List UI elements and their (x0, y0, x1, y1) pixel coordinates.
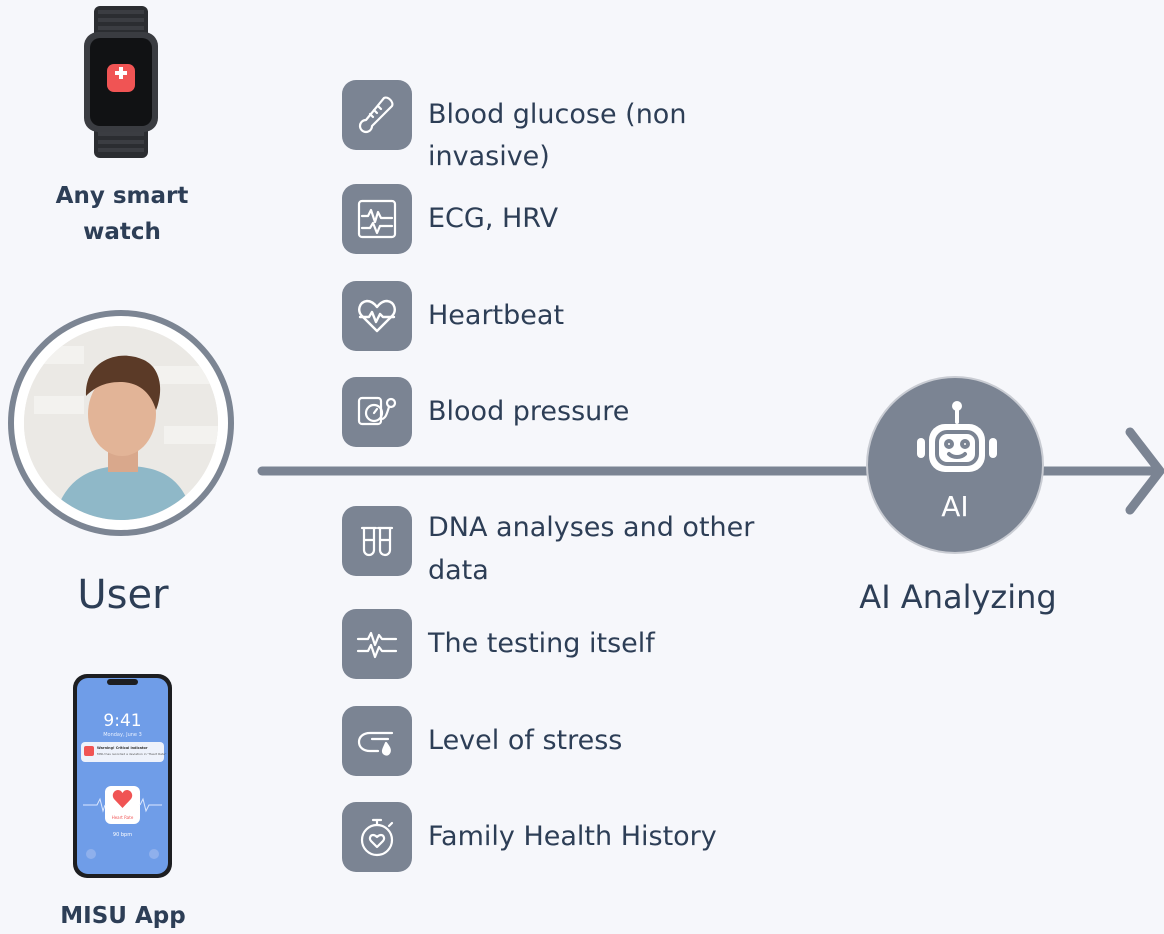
app-label: MISU App (60, 903, 186, 929)
sweat-drop-icon (342, 706, 412, 776)
item-label: Heartbeat (428, 300, 565, 331)
item-label: ECG, HRV (428, 203, 559, 234)
pulse-wave-icon (342, 609, 412, 679)
list-item-testing: The testing itself (342, 609, 788, 681)
item-label: Family Health History (428, 821, 717, 852)
phone-bpm: 90 bpm (113, 832, 132, 838)
list-item-ecg-hrv: ECG, HRV (342, 184, 788, 256)
thermometer-icon (342, 80, 412, 150)
notification-body: MISU has recorded a deviation in "Heart … (97, 752, 167, 756)
ai-badge: AI (941, 490, 969, 523)
ai-label: AI Analyzing (859, 578, 1057, 616)
item-label: Level of stress (428, 725, 623, 756)
item-label: Blood glucose (non invasive) (428, 99, 687, 172)
user-avatar (8, 310, 234, 536)
item-label: DNA analyses and other data (428, 512, 755, 586)
phone-time: 9:41 (103, 711, 141, 731)
ecg-monitor-icon (342, 184, 412, 254)
blood-pressure-icon (342, 377, 412, 447)
notification-title: Warning! Critical indicator (97, 746, 148, 750)
user-label: User (77, 572, 169, 618)
list-item-stress: Level of stress (342, 706, 788, 778)
list-item-family-history: Family Health History (342, 802, 788, 874)
stopwatch-heart-icon (342, 802, 412, 872)
widget-label: Heart Rate (112, 815, 134, 820)
ai-node: AI (866, 376, 1044, 554)
phone-date: Monday, June 3 (103, 732, 142, 738)
list-item-heartbeat: Heartbeat (342, 281, 788, 353)
list-item-blood-glucose: Blood glucose (non invasive) (342, 80, 788, 172)
smartwatch-image (84, 6, 158, 158)
watch-label: Any smart watch (55, 183, 189, 245)
test-tubes-icon (342, 506, 412, 576)
item-label: Blood pressure (428, 396, 630, 427)
phone-image: 9:41 Monday, June 3 Warning! Critical in… (73, 674, 172, 878)
list-item-blood-pressure: Blood pressure (342, 377, 788, 449)
list-item-dna-analyses: DNA analyses and other data (342, 506, 788, 586)
heart-pulse-icon (342, 281, 412, 351)
user-photo (24, 326, 218, 520)
robot-icon (917, 401, 997, 472)
item-label: The testing itself (428, 628, 655, 659)
